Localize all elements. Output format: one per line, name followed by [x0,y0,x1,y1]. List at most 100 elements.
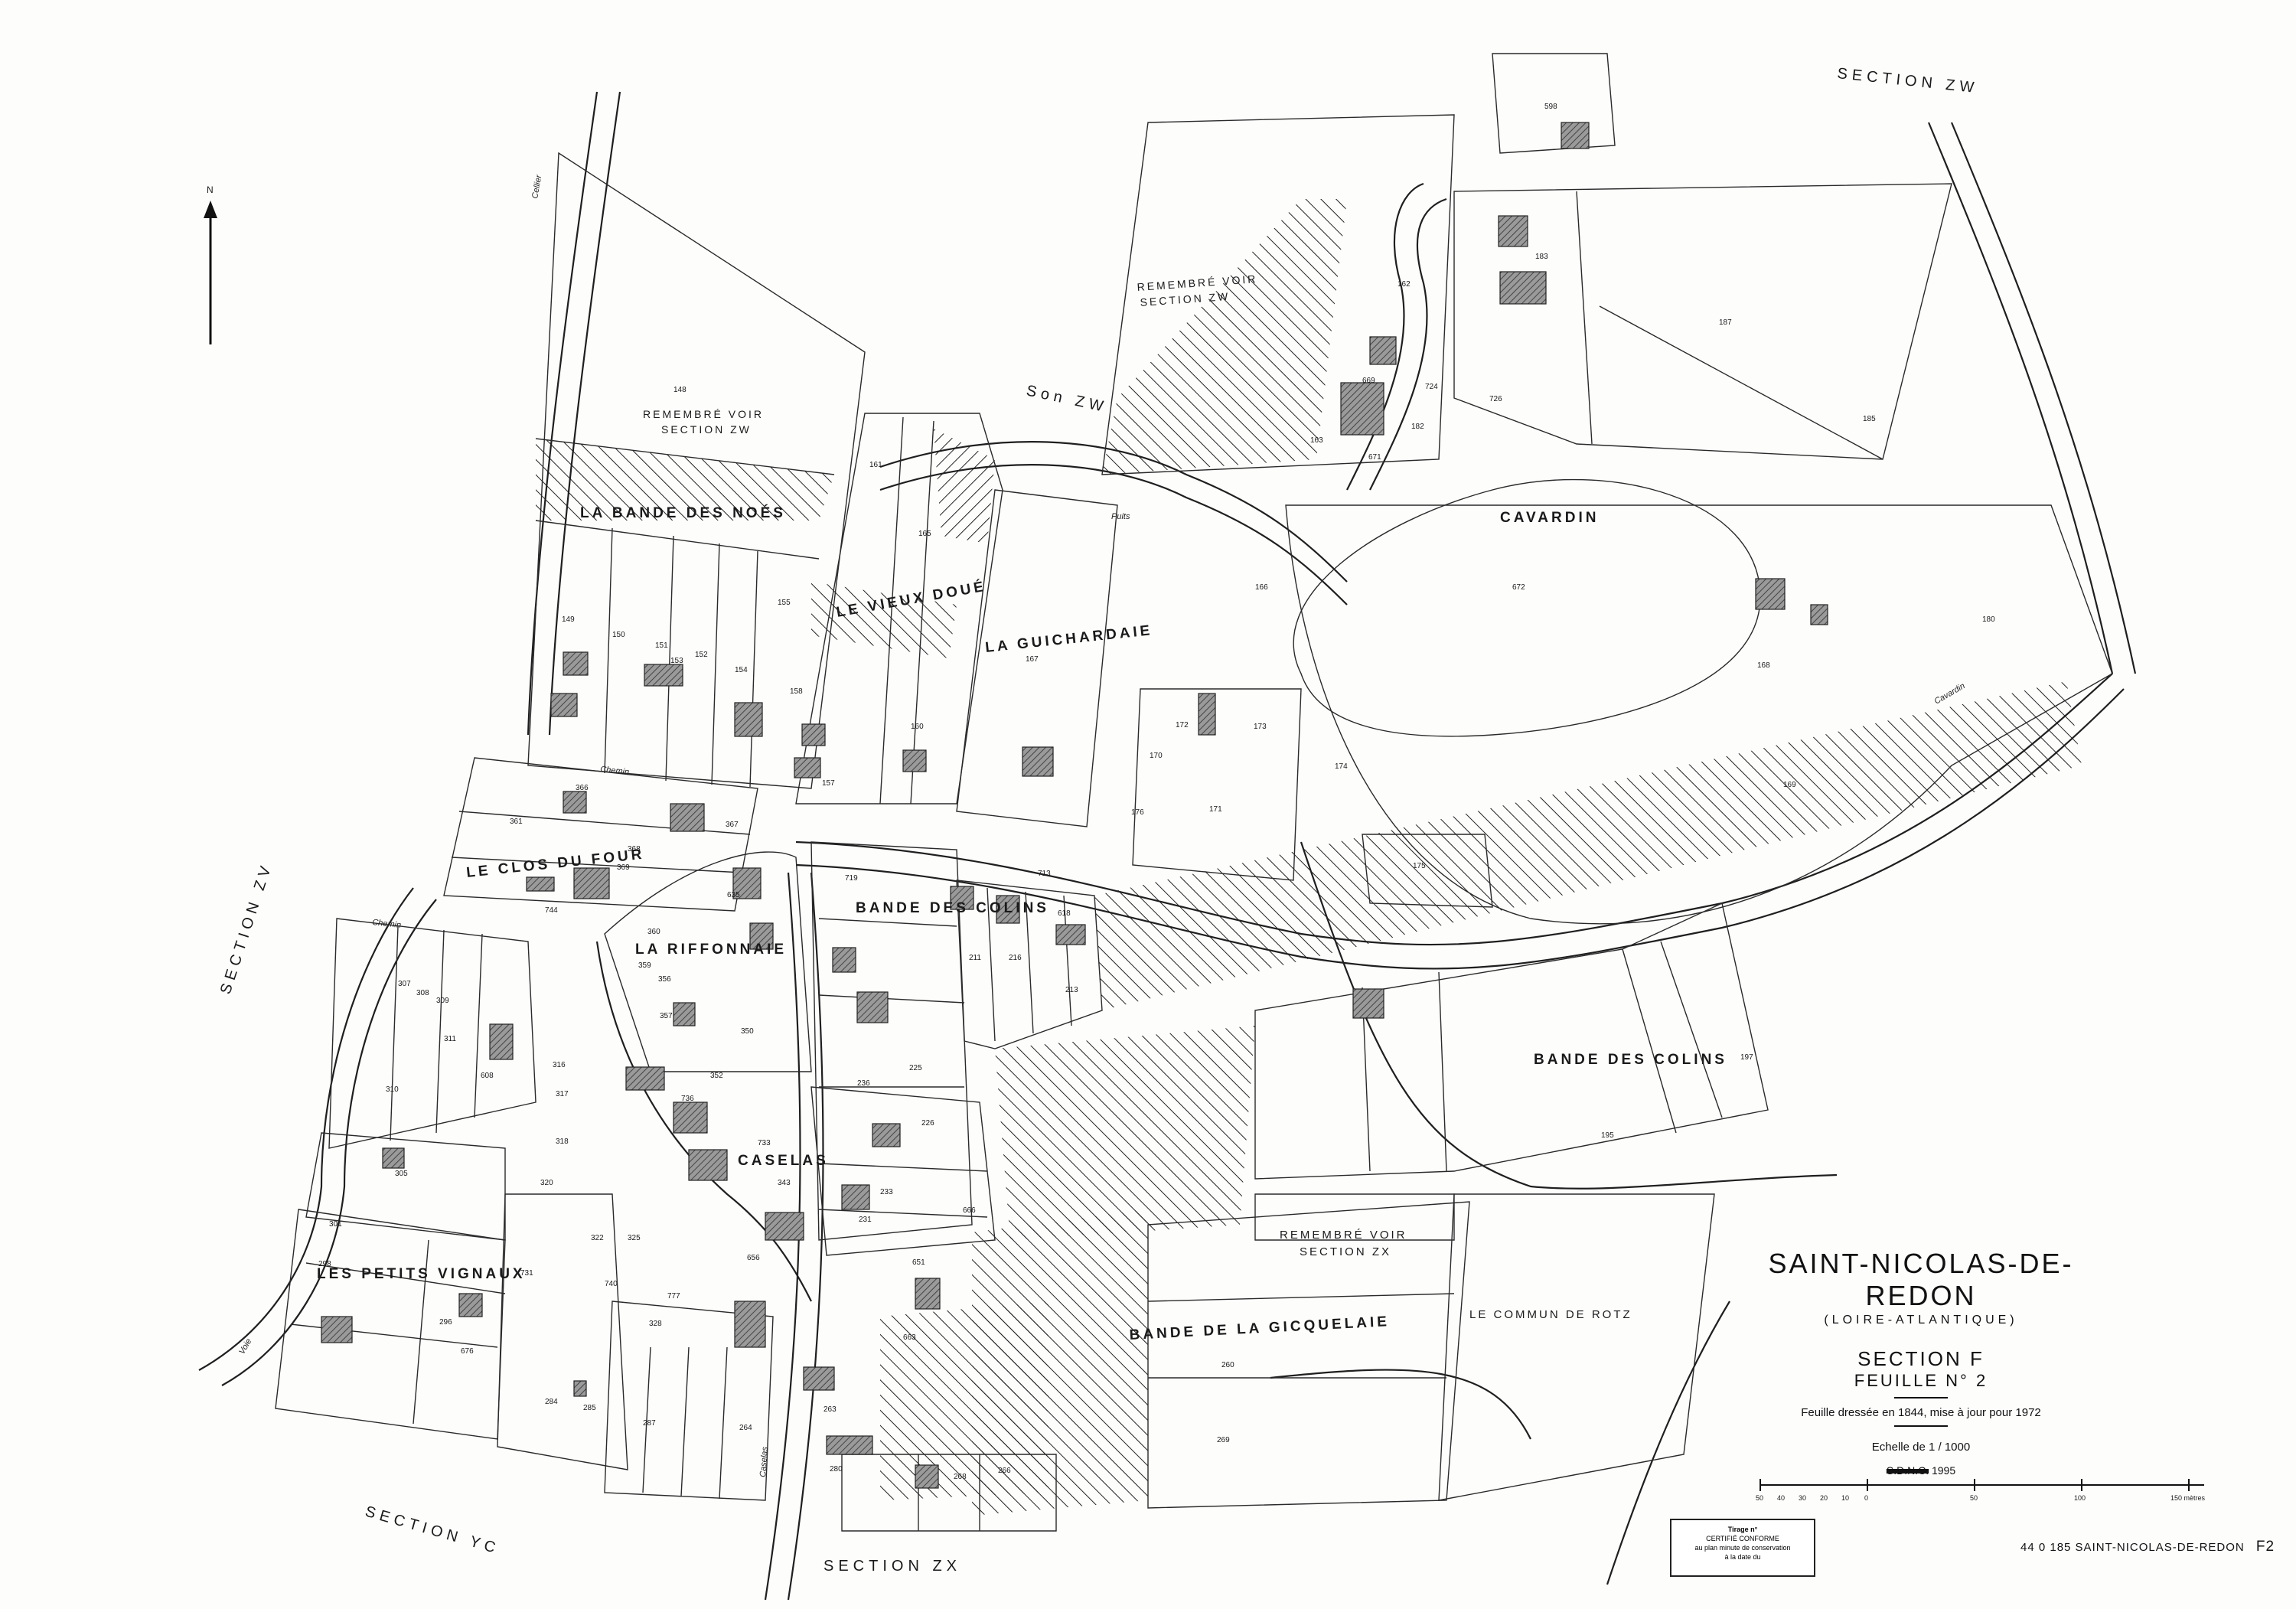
parcel-308: 308 [416,989,429,997]
parcel-318: 318 [556,1137,569,1146]
parcel-350: 350 [741,1027,754,1036]
block-guichardaie [956,489,1118,827]
road-west-south-a [198,887,414,1371]
parcel-167: 167 [1026,655,1039,664]
scale-label-50: 50 [1970,1494,1978,1502]
building-366 [563,791,587,814]
title-rule [1894,1397,1948,1398]
parcel-236: 236 [857,1079,870,1088]
parcel-736: 736 [681,1095,694,1103]
parcel-149: 149 [562,615,575,624]
building-187-b [1810,604,1828,625]
road-cavardin-loop-b [1369,197,1447,491]
block-307-311 [328,918,536,1149]
parcel-185: 185 [1863,415,1876,423]
parcel-174: 174 [1335,762,1348,771]
parcel-226: 226 [921,1119,934,1128]
scale-label-30: 30 [1799,1494,1806,1502]
parcel-187: 187 [1719,318,1732,327]
scale-label-50-left: 50 [1756,1494,1763,1502]
parcel-148: 148 [673,386,687,394]
hatch-remembre-top [1102,199,1347,475]
building-172 [1198,693,1216,736]
block-280-268 [841,1454,1057,1532]
north-arrow: N [204,184,217,344]
block-286-288 [604,1301,774,1501]
parcel-608: 608 [481,1072,494,1080]
label-riffonnaie: LA RIFFONNAIE [635,942,787,958]
parcel-287: 287 [643,1419,656,1428]
stamp-line-3: à la date du [1724,1553,1761,1561]
building-183-a [1498,215,1528,247]
building-676 [458,1293,483,1317]
road-label-chemin-2: Chemin [372,918,402,930]
road-gicquelaie [1270,1369,1531,1440]
road-label-cellier: Cellier [530,173,543,199]
road-east-a [1927,122,2114,674]
scale-label-10: 10 [1841,1494,1849,1502]
parcel-328: 328 [649,1320,662,1328]
block-petits-vignaux [275,1209,506,1440]
building-caselas-d [765,1212,804,1241]
building-183-b [1499,271,1547,305]
building-233 [841,1184,870,1210]
building-160 [902,749,927,772]
building-216 [996,895,1020,924]
parcel-357: 357 [660,1012,673,1020]
scale-label-100: 100 [2074,1494,2086,1502]
parcel-325: 325 [628,1234,641,1242]
parcel-269: 269 [1217,1436,1230,1444]
parcel-176: 176 [1131,808,1144,817]
stamp-line-1: CERTIFIÉ CONFORME [1706,1535,1779,1542]
building-669 [1340,382,1384,436]
parcel-165: 165 [918,530,931,538]
building-158 [801,723,826,746]
feuille-title: FEUILLE N° 2 [1854,1371,1988,1390]
building-213 [1055,924,1086,945]
parcel-369: 369 [617,863,630,872]
parcel-740: 740 [605,1280,618,1288]
road-southeast [1606,1301,1730,1585]
scale-bar: 50 40 30 20 10 0 50 100 150 mètres [1756,1479,2206,1502]
parcel-298: 298 [318,1260,331,1268]
parcel-663: 663 [903,1333,916,1342]
parcel-672: 672 [1512,583,1525,592]
building-651 [915,1278,941,1310]
label-remembre-left-1: REMEMBRÉ VOIR [643,408,764,420]
building-colins-b [856,991,889,1023]
building-608 [489,1023,514,1060]
building-riffonnaie-b [749,922,774,950]
parcel-numbers: 148 149 150 151 152 153 154 155 157 158 … [318,103,1995,1481]
footer-reference: 44 0 185 SAINT-NICOLAS-DE-REDON F2 [2020,1539,2275,1555]
parcel-161: 161 [869,461,882,469]
road-west-north-b [548,91,621,736]
parcel-311: 311 [444,1035,456,1043]
parcel-305: 305 [395,1170,408,1178]
label-remembre-zx-2: SECTION ZX [1300,1245,1391,1258]
organisation-label: S.D.N.C. [1886,1464,1929,1477]
parcel-225: 225 [909,1064,922,1072]
parcel-211: 211 [969,954,981,962]
building-bande-colins [1352,988,1384,1019]
parcel-307: 307 [398,980,411,988]
revision-note: Feuille dressée en 1844, mise à jour pou… [1801,1406,2041,1419]
parcel-724: 724 [1425,383,1438,391]
commune-title: SAINT-NICOLAS-DE-REDON [1768,1248,2074,1311]
parcel-266: 266 [998,1467,1011,1475]
hatch-bande-des-colins-south [995,1026,1255,1240]
title-block: SAINT-NICOLAS-DE-REDON (LOIRE-ATLANTIQUE… [1760,1248,2082,1477]
roads [198,91,2137,1601]
parcel-216: 216 [1009,954,1022,962]
parcel-368: 368 [628,845,641,853]
footer-ref-text: 44 0 185 SAINT-NICOLAS-DE-REDON [2020,1541,2245,1554]
road-cavardin-b [795,688,2125,970]
block-171-173 [1132,688,1302,881]
parcel-175: 175 [1413,862,1426,870]
parcel-163: 163 [1310,436,1323,445]
parcel-152: 152 [695,651,708,659]
parcel-213: 213 [1065,986,1078,994]
hatch-chemin-cavardin [1094,681,2082,1010]
parcel-719: 719 [845,874,858,883]
